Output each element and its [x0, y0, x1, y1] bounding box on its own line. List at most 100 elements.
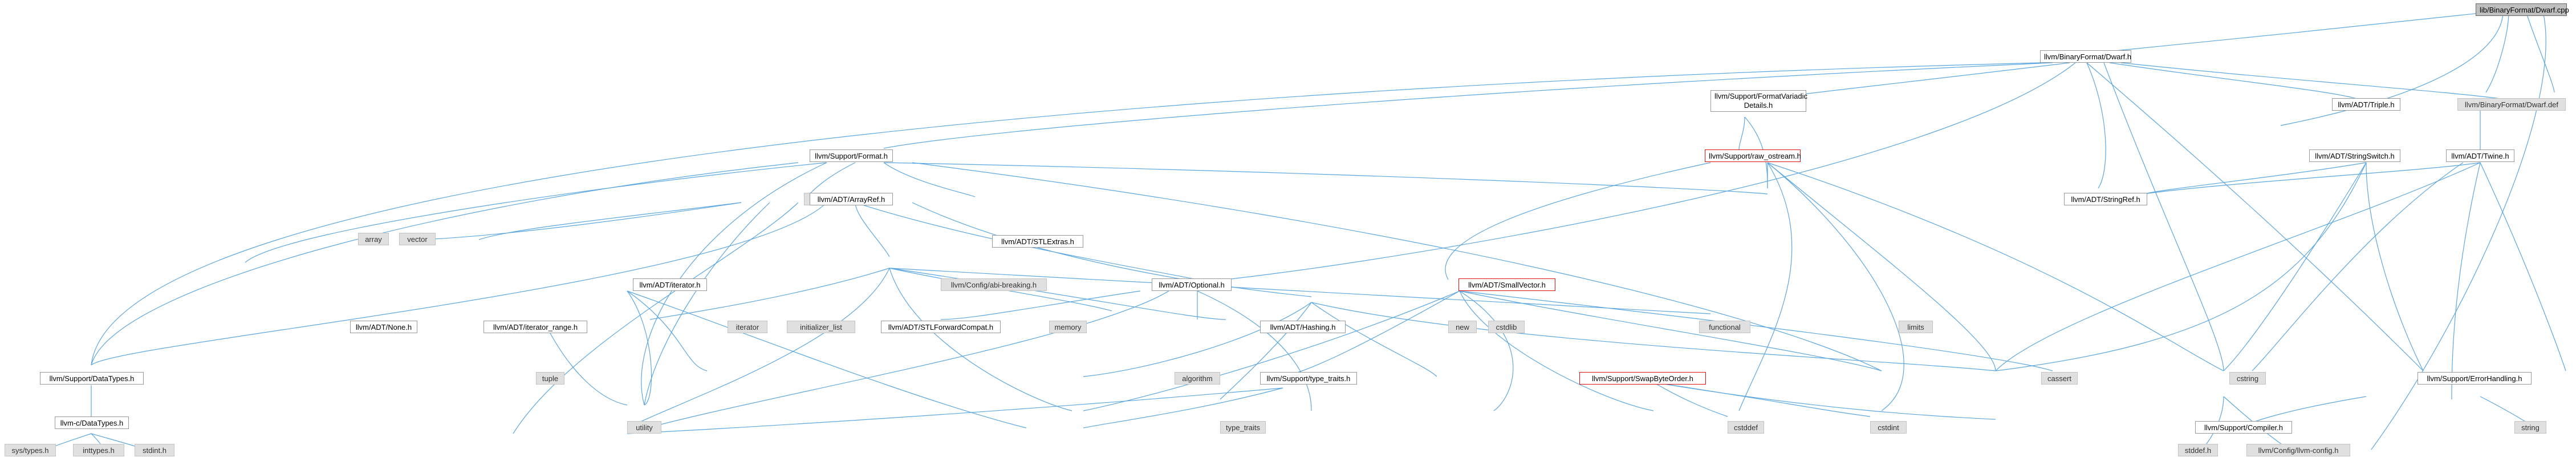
edge — [2120, 62, 2509, 100]
node-iterator-h[interactable]: llvm/ADT/iterator.h — [633, 278, 707, 291]
edge — [2451, 162, 2481, 400]
node-error-handling[interactable]: llvm/Support/ErrorHandling.h — [2417, 372, 2532, 385]
edge — [2252, 162, 2464, 371]
node-swap-byte-order[interactable]: llvm/Support/SwapByteOrder.h — [1579, 372, 1706, 385]
edge — [1220, 302, 1312, 400]
edge — [2525, 11, 2555, 93]
edge — [809, 162, 856, 195]
node-algorithm[interactable]: algorithm — [1175, 372, 1220, 385]
edge — [2143, 162, 2481, 195]
node-functional[interactable]: functional — [1699, 321, 1750, 333]
edge — [1459, 290, 1514, 411]
node-none-h[interactable]: llvm/ADT/None.h — [350, 321, 417, 333]
edge — [2086, 62, 2106, 189]
node-sys-types[interactable]: sys/types.h — [5, 444, 56, 456]
node-stdint[interactable]: stdint.h — [135, 444, 174, 456]
node-raw-ostream[interactable]: llvm/Support/raw_ostream.h — [1705, 149, 1801, 162]
node-dwarf-h[interactable]: llvm/BinaryFormat/Dwarf.h — [2040, 50, 2131, 63]
edge — [1767, 162, 1996, 371]
edge — [1653, 382, 1996, 420]
node-inttypes[interactable]: inttypes.h — [73, 444, 124, 456]
node-c-data-types[interactable]: llvm-c/DataTypes.h — [55, 416, 129, 429]
edge — [649, 268, 890, 320]
edge — [883, 162, 1768, 195]
node-data-types[interactable]: llvm/Support/DataTypes.h — [40, 372, 144, 385]
edge — [245, 162, 827, 263]
node-stddef[interactable]: stddef.h — [2178, 444, 2218, 456]
edge — [1225, 62, 2076, 280]
edge — [855, 202, 890, 257]
edge — [627, 387, 1283, 434]
node-vector[interactable]: vector — [399, 233, 436, 245]
node-llvm-config[interactable]: llvm/Config/llvm-config.h — [2246, 444, 2350, 456]
node-new[interactable]: new — [1448, 321, 1477, 333]
node-stl-extras[interactable]: llvm/ADT/STLExtras.h — [992, 235, 1083, 248]
node-twine-h[interactable]: llvm/ADT/Twine.h — [2446, 149, 2514, 162]
node-optional-h[interactable]: llvm/ADT/Optional.h — [1152, 278, 1232, 291]
edge — [547, 327, 628, 406]
node-iterator-range[interactable]: llvm/ADT/iterator_range.h — [483, 321, 587, 333]
edge — [627, 290, 652, 406]
node-utility[interactable]: utility — [627, 421, 661, 434]
node-hashing-h[interactable]: llvm/ADT/Hashing.h — [1260, 321, 1346, 333]
node-string-switch[interactable]: llvm/ADT/StringSwitch.h — [2309, 149, 2400, 162]
edge — [1083, 387, 1283, 428]
edge — [940, 290, 1141, 320]
edge — [91, 162, 799, 366]
edge — [1083, 290, 1460, 411]
edge — [1459, 290, 2053, 371]
edge — [912, 202, 1312, 297]
node-format-h[interactable]: llvm/Support/Format.h — [810, 149, 893, 162]
edge — [2366, 162, 2424, 371]
node-cassert[interactable]: cassert — [2041, 372, 2078, 385]
node-limits[interactable]: limits — [1899, 321, 1933, 333]
edge — [627, 290, 1027, 428]
node-iterator-std[interactable]: iterator — [728, 321, 767, 333]
edge — [912, 162, 1882, 371]
node-string-ref[interactable]: llvm/ADT/StringRef.h — [2064, 193, 2147, 205]
edge — [883, 162, 976, 197]
edge — [855, 202, 1198, 280]
edge — [410, 202, 742, 240]
edge — [889, 268, 1226, 320]
edge — [1767, 162, 1904, 411]
node-memory[interactable]: memory — [1049, 321, 1087, 333]
node-abi-breaking[interactable]: llvm/Config/abi-breaking.h — [941, 278, 1047, 291]
edge — [1083, 302, 1312, 377]
edge — [2223, 162, 2367, 371]
node-tuple[interactable]: tuple — [536, 372, 564, 385]
edge — [883, 62, 2053, 149]
edge — [2480, 162, 2566, 371]
node-type-traits-llvm[interactable]: llvm/Support/type_traits.h — [1260, 372, 1357, 385]
edge — [627, 268, 890, 428]
node-type-traits[interactable]: type_traits — [1220, 421, 1266, 434]
node-small-vector[interactable]: llvm/ADT/SmallVector.h — [1458, 278, 1555, 291]
edge — [1767, 162, 2224, 371]
edge — [2371, 11, 2546, 450]
edge — [1995, 162, 2367, 371]
node-cstdint[interactable]: cstdint — [1870, 421, 1907, 434]
edge — [91, 202, 827, 366]
edge — [1738, 162, 1793, 411]
node-cstddef[interactable]: cstddef — [1728, 421, 1764, 434]
edge — [1311, 302, 1437, 377]
node-string[interactable]: string — [2514, 421, 2546, 434]
node-dwarf-def[interactable]: llvm/BinaryFormat/Dwarf.def — [2457, 98, 2566, 111]
node-initializer-list[interactable]: initializer_list — [787, 321, 855, 333]
edge — [91, 62, 2042, 366]
edge — [1995, 162, 2481, 371]
node-cstring[interactable]: cstring — [2229, 372, 2266, 385]
edge — [1738, 116, 1745, 150]
edge — [2109, 11, 2497, 52]
node-compiler-h[interactable]: llvm/Support/Compiler.h — [2195, 421, 2292, 434]
node-cstdlib[interactable]: cstdlib — [1488, 321, 1525, 333]
node-stl-forward-compat[interactable]: llvm/ADT/STLForwardCompat.h — [881, 321, 1001, 333]
node-dwarf-cpp[interactable]: lib/BinaryFormat/Dwarf.cpp — [2476, 3, 2569, 16]
node-triple-h[interactable]: llvm/ADT/Triple.h — [2332, 98, 2400, 111]
node-array[interactable]: array — [358, 233, 389, 245]
edge — [513, 202, 799, 434]
edge — [889, 268, 1072, 411]
node-array-ref[interactable]: llvm/ADT/ArrayRef.h — [810, 193, 893, 205]
edge — [1445, 162, 1711, 280]
